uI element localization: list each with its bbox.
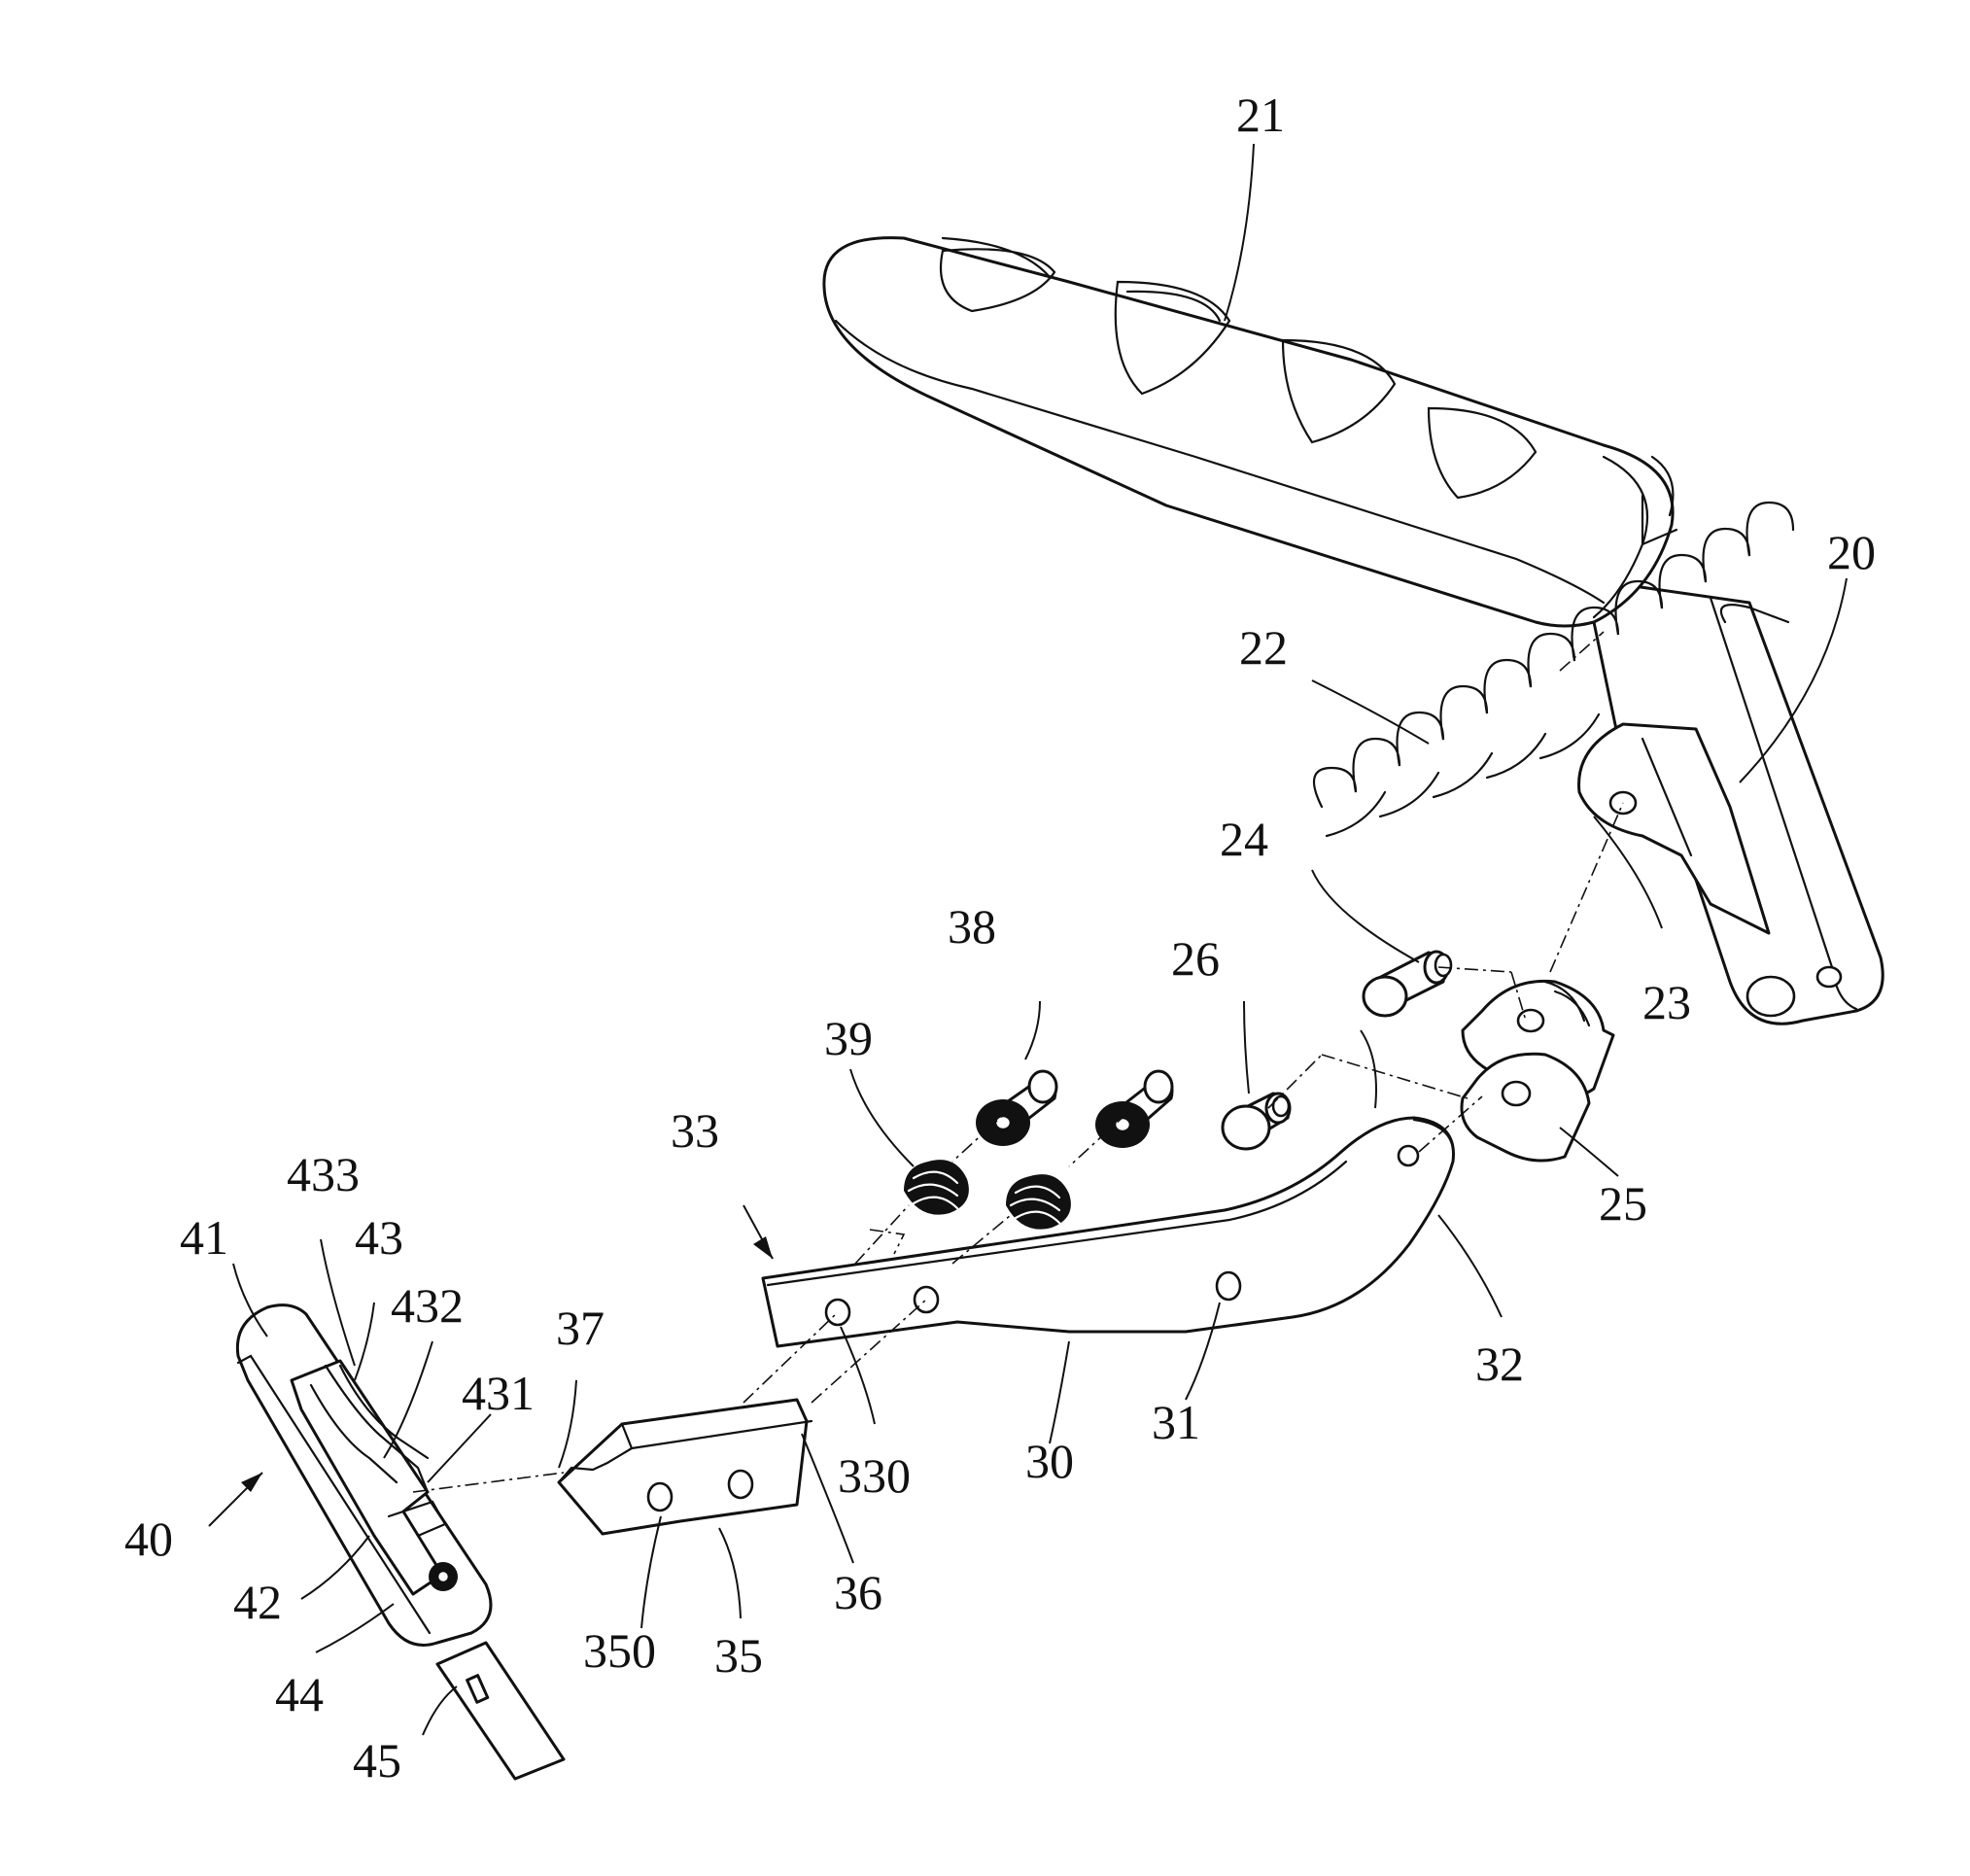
label-23: 23 xyxy=(1642,975,1691,1029)
label-38: 38 xyxy=(948,899,996,954)
label-22: 22 xyxy=(1239,620,1288,675)
screw-38-b xyxy=(1095,1071,1172,1148)
label-32: 32 xyxy=(1475,1337,1524,1391)
label-35: 35 xyxy=(714,1628,763,1683)
assembly-axes xyxy=(413,632,1623,1492)
label-40: 40 xyxy=(124,1511,173,1566)
label-39: 39 xyxy=(824,1011,873,1065)
label-43: 43 xyxy=(355,1210,403,1265)
label-42: 42 xyxy=(233,1575,282,1629)
label-37: 37 xyxy=(556,1301,605,1355)
pin-24 xyxy=(1364,952,1451,1016)
label-433: 433 xyxy=(287,1147,360,1201)
label-25: 25 xyxy=(1599,1176,1647,1231)
label-30: 30 xyxy=(1025,1434,1074,1488)
spring-39-b xyxy=(1006,1174,1071,1230)
label-44: 44 xyxy=(275,1667,324,1721)
label-45: 45 xyxy=(353,1733,401,1788)
label-20: 20 xyxy=(1827,525,1876,579)
clamp-block-25 xyxy=(1462,981,1613,1161)
blade-35 xyxy=(559,1400,812,1534)
pin-26 xyxy=(1223,1094,1290,1149)
label-350: 350 xyxy=(583,1623,656,1678)
label-31: 31 xyxy=(1152,1395,1200,1449)
spring-39-a xyxy=(904,1160,969,1215)
grip-sleeve-21 xyxy=(824,238,1676,626)
label-432: 432 xyxy=(391,1278,464,1333)
screw-38-a xyxy=(976,1071,1056,1146)
label-24: 24 xyxy=(1220,812,1268,866)
blade-arm-30 xyxy=(763,1118,1454,1346)
label-431: 431 xyxy=(462,1366,535,1420)
label-41: 41 xyxy=(180,1210,228,1265)
label-33: 33 xyxy=(671,1103,719,1158)
label-21: 21 xyxy=(1236,87,1285,142)
label-26: 26 xyxy=(1171,931,1220,986)
label-36: 36 xyxy=(834,1565,882,1619)
label-330: 330 xyxy=(838,1448,911,1503)
